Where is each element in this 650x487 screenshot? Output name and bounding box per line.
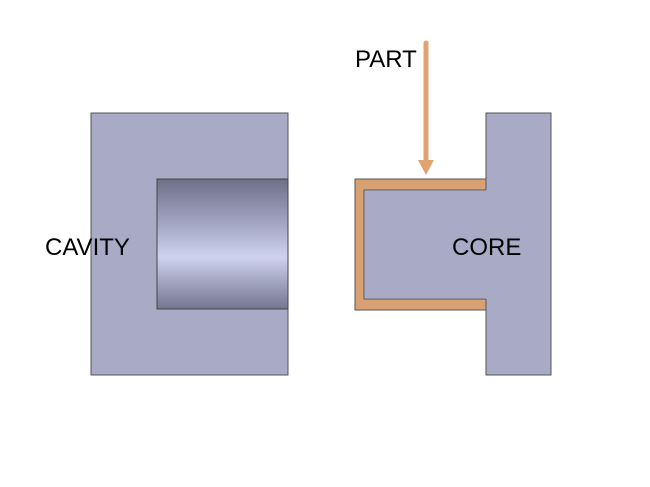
cavity-block — [90, 112, 289, 376]
cavity-pocket — [156, 178, 289, 310]
core-label: CORE — [452, 234, 521, 261]
part-label: PART — [355, 46, 417, 73]
core-block — [485, 112, 552, 376]
core-base — [485, 112, 552, 376]
cavity-label: CAVITY — [45, 234, 130, 261]
part-arrow — [418, 40, 434, 175]
core-protrusion — [364, 190, 487, 299]
